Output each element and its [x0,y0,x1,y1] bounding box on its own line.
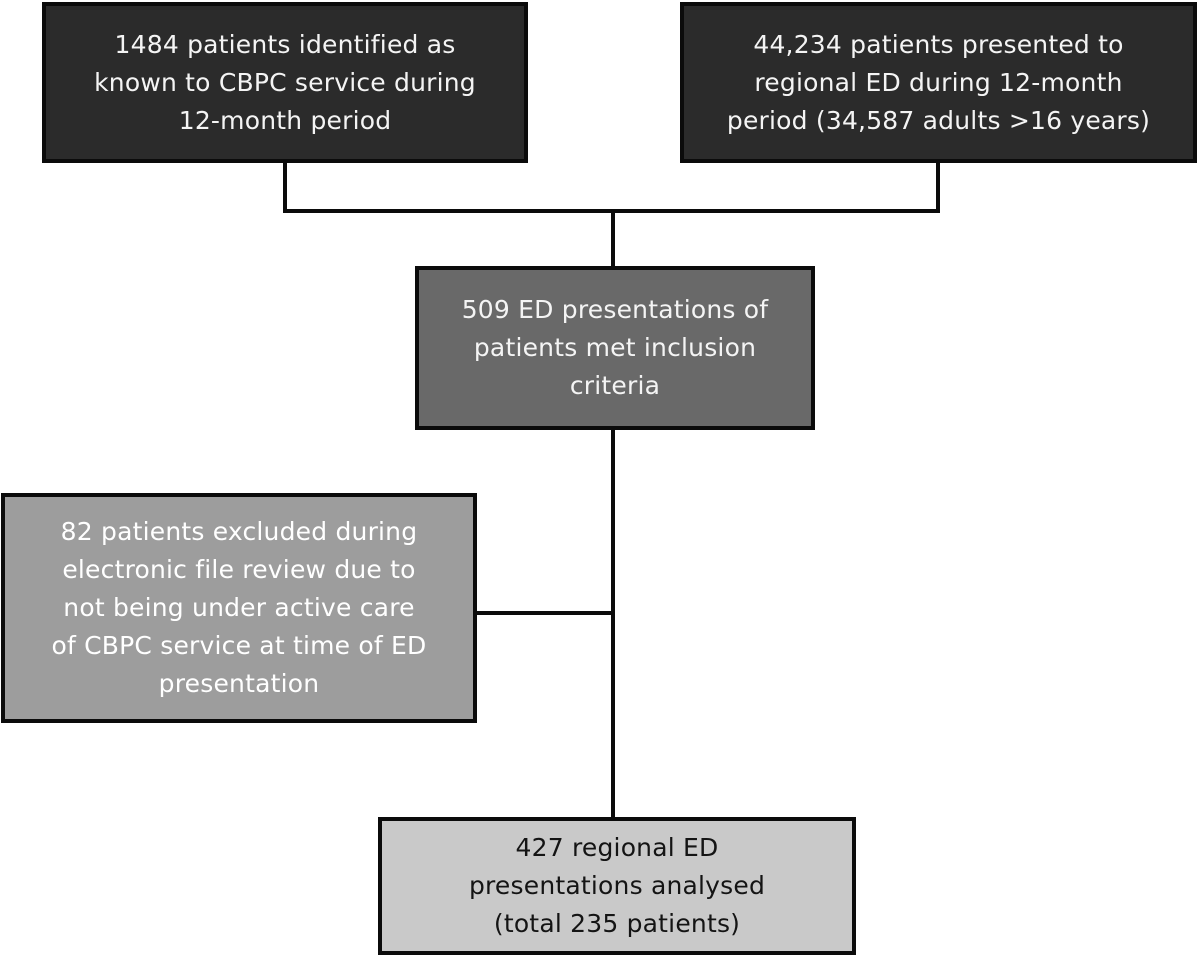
flowchart-box-analysed-text: 427 regional ED presentations analysed (… [468,833,766,938]
flowchart-box-excluded: 82 patients excluded during electronic f… [1,493,477,723]
connector-line-from-cbpc-box [283,163,287,211]
flowchart-box-ed-presented-text: 44,234 patients presented to regional ED… [726,29,1151,135]
connector-line-excluded-branch [477,611,613,615]
flowchart-box-excluded-text: 82 patients excluded during electronic f… [51,517,427,698]
flowchart-box-cbpc-identified: 1484 patients identified as known to CBP… [42,2,528,163]
flowchart-box-met-inclusion: 509 ED presentations of patients met inc… [415,266,815,430]
flowchart-box-analysed: 427 regional ED presentations analysed (… [378,817,856,955]
flowchart-box-cbpc-identified-text: 1484 patients identified as known to CBP… [94,29,476,135]
connector-line-from-ed-box [936,163,940,211]
connector-line-inclusion-to-bottom [611,428,615,819]
connector-line-to-inclusion-box [611,209,615,268]
flowchart-box-met-inclusion-text: 509 ED presentations of patients met inc… [461,295,769,400]
flowchart-box-ed-presented: 44,234 patients presented to regional ED… [680,2,1197,163]
